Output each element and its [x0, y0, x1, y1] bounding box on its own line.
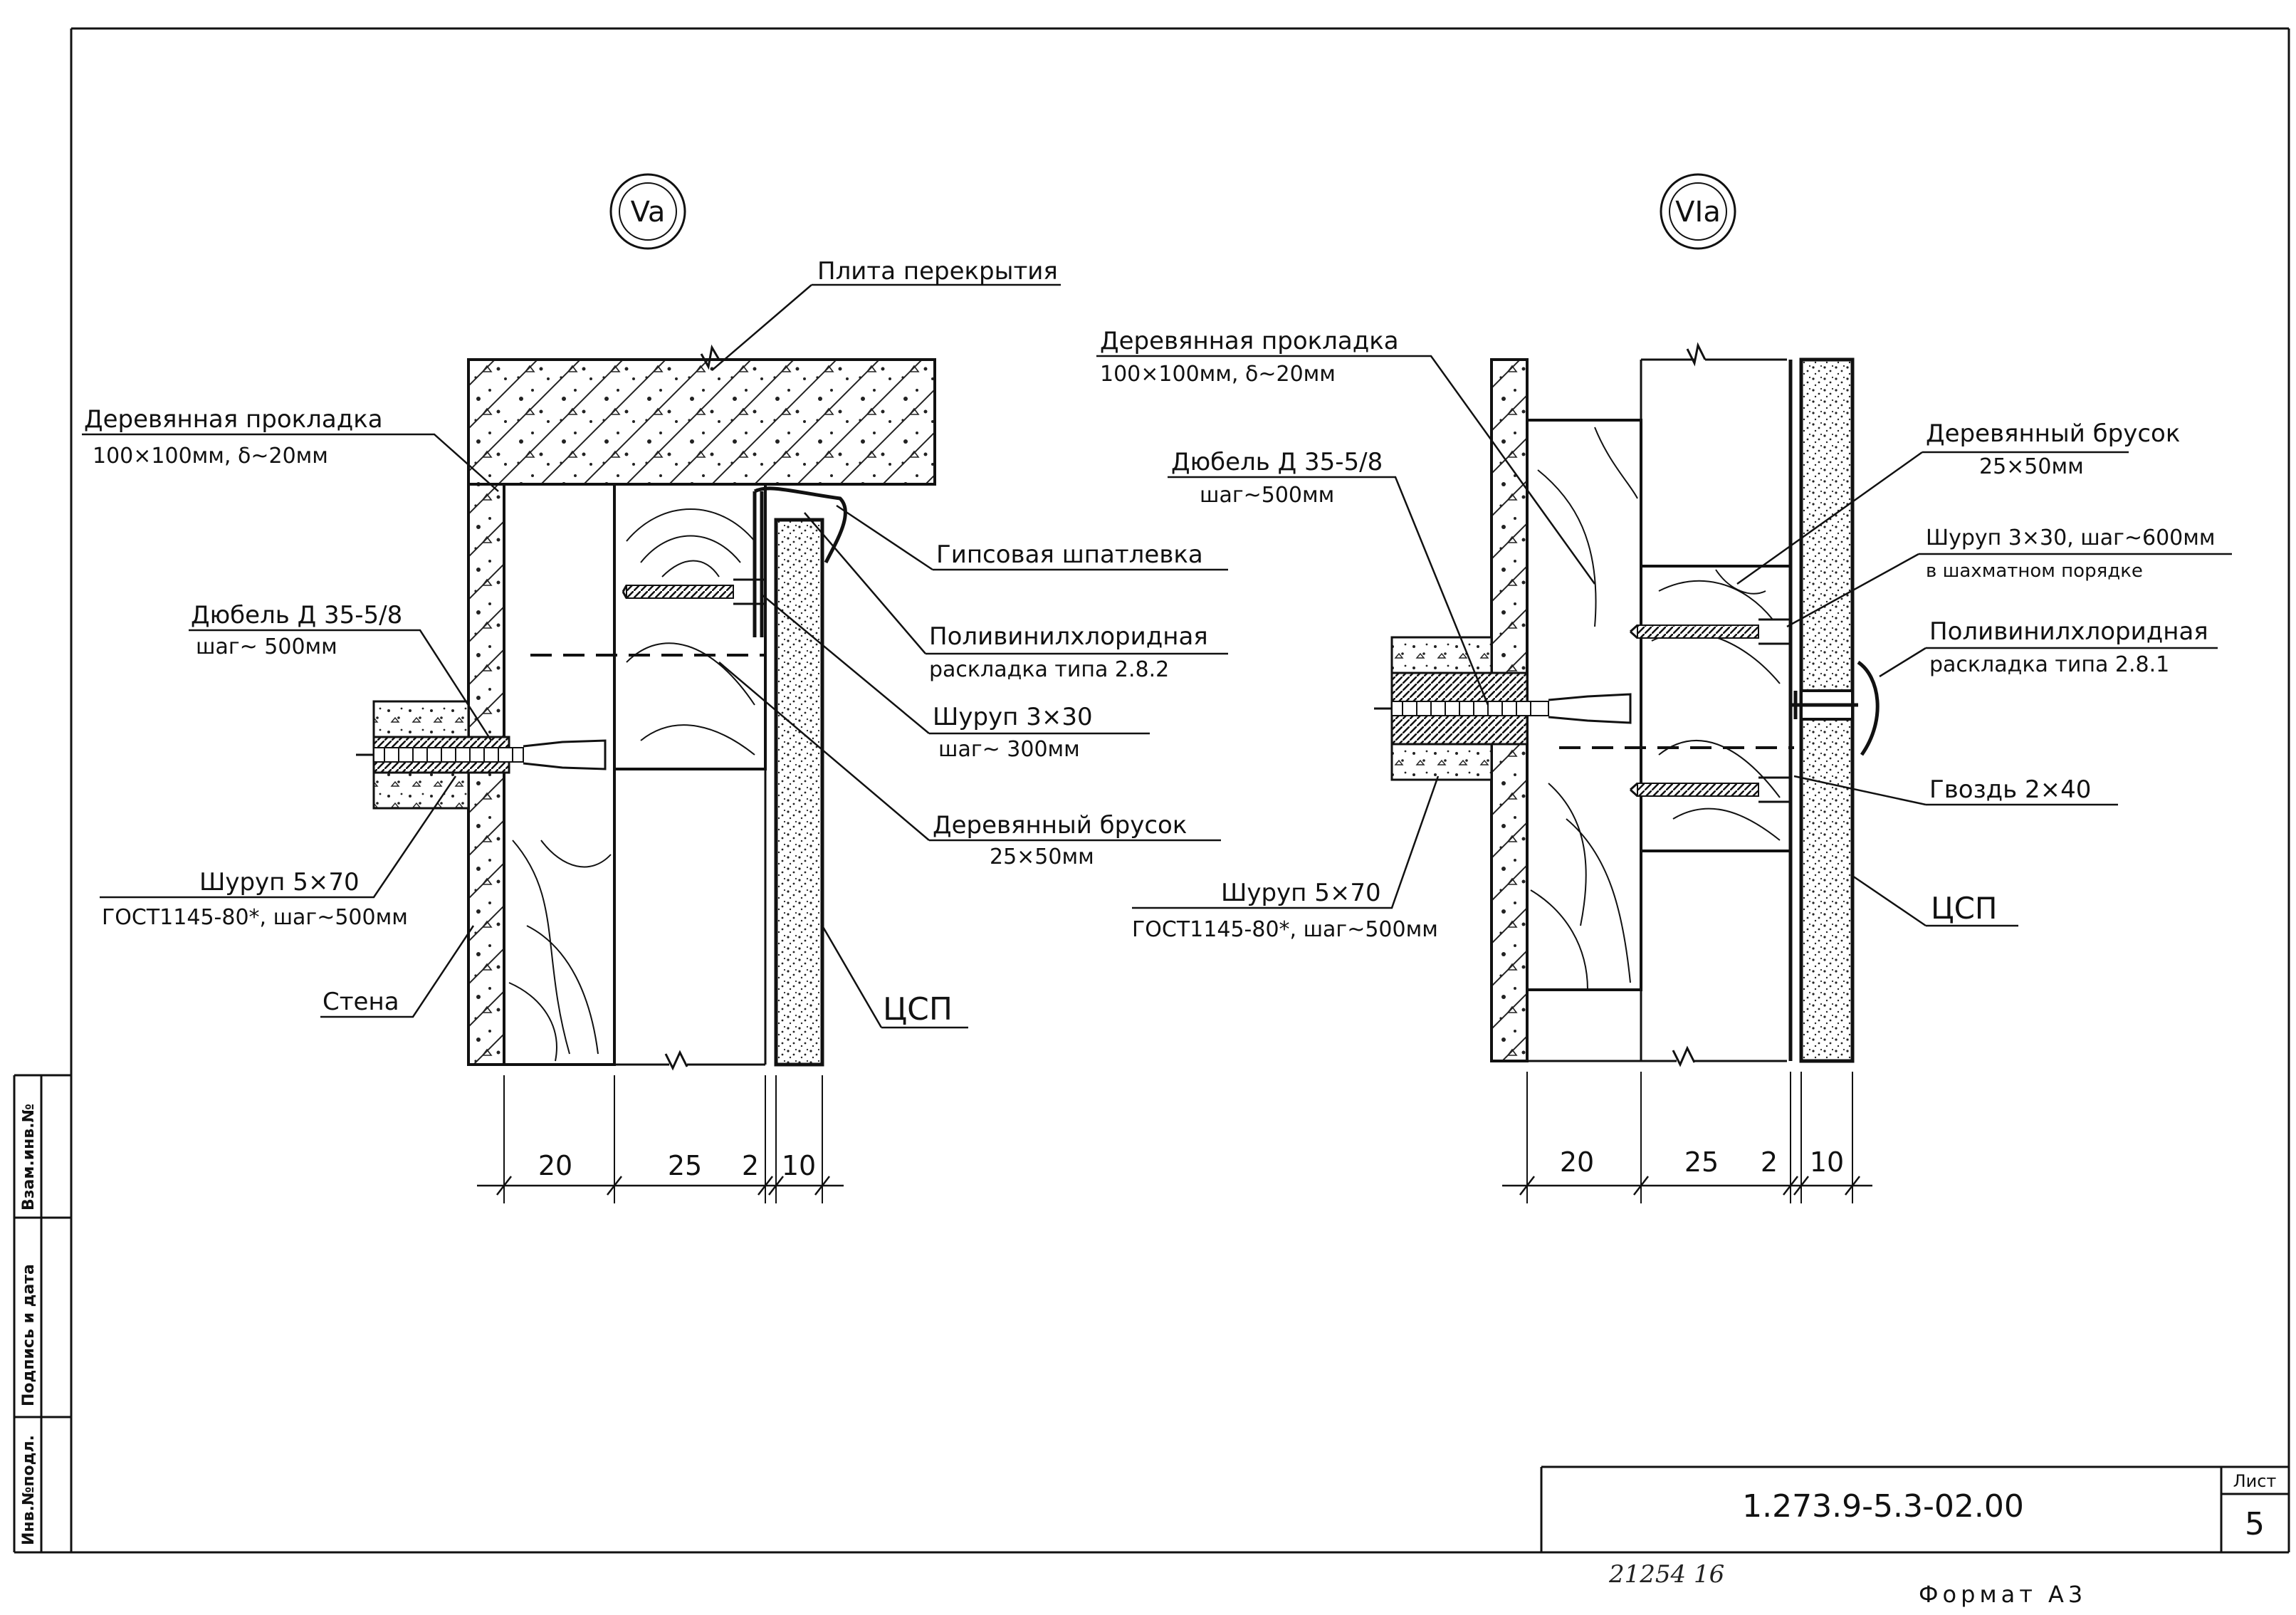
via-leaders: [1096, 355, 2232, 927]
badge-via-text: VIa: [1675, 196, 1721, 229]
via-dowel-screw: [1374, 671, 1632, 746]
va-label-screw-small-step: шаг~ 300мм: [938, 737, 1080, 762]
via-label-dowel-title: Дюбель Д 35-5/8: [1171, 448, 1383, 476]
footer-handwritten-number: 21254 16: [1608, 1560, 1724, 1589]
va-label-slab: Плита перекрытия: [817, 257, 1058, 286]
detail-via: VIa: [1096, 173, 2232, 1203]
via-floor-stub-upper: [1390, 636, 1493, 674]
va-label-pad-size: 100×100мм, δ~20мм: [93, 444, 328, 469]
via-label-pvc-title: Поливинилхлоридная: [1929, 617, 2208, 646]
via-label-dowel-step: шаг~500мм: [1200, 483, 1334, 508]
via-label-screw-big-title: Шуруп 5×70: [1221, 879, 1381, 907]
floor-stub-upper: [372, 700, 470, 738]
via-dim-10: 10: [1810, 1146, 1844, 1178]
footer-format: Формат А3: [1919, 1581, 2087, 1608]
va-label-pvc-title: Поливинилхлоридная: [929, 622, 1208, 651]
va-label-dowel-step: шаг~ 500мм: [196, 634, 337, 659]
wooden-bar: [613, 483, 767, 770]
va-label-screw-small-title: Шуруп 3×30: [933, 703, 1093, 731]
screw-3x30-va: [622, 578, 767, 605]
detail-va: Va: [82, 173, 1228, 1203]
pvc-profile: [753, 486, 847, 637]
via-label-screw-big-std: ГОСТ1145-80*, шаг~500мм: [1132, 917, 1438, 942]
va-label-screw-big-title: Шуруп 5×70: [199, 868, 360, 897]
va-dim-2: 2: [742, 1150, 759, 1181]
via-dim-2: 2: [1761, 1146, 1778, 1178]
va-label-bar-size: 25×50мм: [990, 845, 1094, 869]
va-label-csp: ЦСП: [883, 991, 953, 1028]
via-dimension-chain: 20 25 2 10: [1502, 1072, 1872, 1203]
via-label-pad-size: 100×100мм, δ~20мм: [1100, 362, 1336, 387]
via-dim-20: 20: [1560, 1146, 1594, 1178]
via-label-screw-small-note: в шахматном порядке: [1926, 560, 2143, 582]
badge-va-text: Va: [631, 196, 666, 229]
va-dimension-chain: 20 25 2 10: [477, 1075, 844, 1203]
via-wooden-bar: [1640, 565, 1792, 852]
va-label-dowel-title: Дюбель Д 35-5/8: [191, 601, 402, 629]
drawing-frame: [13, 27, 2290, 1554]
via-label-nail: Гвоздь 2×40: [1929, 775, 2091, 804]
side-inv-podl: Инв.№подл.: [20, 1435, 38, 1545]
title-block-sheet-label: Лист: [2233, 1471, 2277, 1491]
side-vzam: Взам.инв.№: [20, 1104, 38, 1211]
va-label-plaster: Гипсовая шпатлевка: [936, 540, 1203, 569]
title-block-code: 1.273.9-5.3-02.00: [1742, 1488, 2024, 1525]
va-label-wall: Стена: [323, 988, 399, 1016]
va-label-pad-title: Деревянная прокладка: [84, 405, 383, 434]
va-leaders: [82, 283, 1228, 1029]
via-screws-3x30: [1629, 618, 1792, 803]
va-dim-10: 10: [782, 1150, 816, 1181]
va-label-screw-big-std: ГОСТ1145-80*, шаг~500мм: [102, 905, 408, 930]
csp-board: [774, 518, 824, 1067]
va-dim-20: 20: [538, 1150, 572, 1181]
via-dim-25: 25: [1684, 1146, 1719, 1178]
via-label-pad-title: Деревянная прокладка: [1100, 327, 1399, 355]
via-label-bar-title: Деревянный брусок: [1926, 419, 2180, 448]
side-stamp: Инв.№подл. Подпись и дата Взам.инв.№: [20, 1104, 38, 1545]
va-label-bar-title: Деревянный брусок: [933, 811, 1187, 840]
detail-va-badge: Va: [609, 173, 686, 250]
via-label-bar-size: 25×50мм: [1979, 454, 2084, 479]
via-pvc-profile: [1788, 360, 1880, 1061]
dowel-screw-va: [356, 736, 607, 774]
slab-section: [467, 358, 936, 486]
via-label-screw-small-title: Шуруп 3×30, шаг~600мм: [1926, 526, 2216, 550]
wall-section: [467, 483, 505, 1066]
title-block: 1.273.9-5.3-02.00 Лист 5: [1540, 1465, 2289, 1552]
wooden-pad: [503, 483, 616, 1066]
side-sign-date: Подпись и дата: [20, 1264, 38, 1406]
via-floor-stub-lower: [1390, 743, 1493, 781]
va-dim-25: 25: [668, 1150, 702, 1181]
via-label-csp: ЦСП: [1931, 891, 1998, 926]
va-label-pvc-type: раскладка типа 2.8.2: [929, 657, 1169, 682]
detail-via-badge: VIa: [1660, 173, 1736, 250]
via-label-pvc-type: раскладка типа 2.8.1: [1929, 652, 2169, 677]
title-block-sheet-number: 5: [2245, 1506, 2265, 1542]
